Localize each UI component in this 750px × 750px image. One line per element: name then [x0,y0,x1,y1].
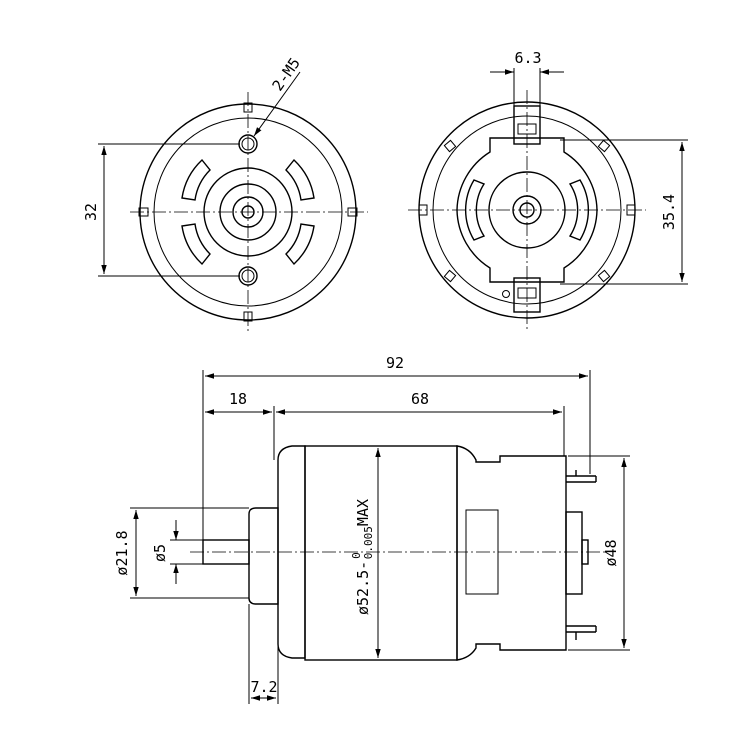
dim-boss-diameter-label: ø21.8 [113,530,131,575]
dim-end-cap-diameter-label: ø48 [602,539,620,566]
dim-terminal-width-label: 6.3 [514,49,541,67]
rear-vent-slot [568,179,590,241]
rear-tab [597,139,611,153]
side-rear-boss [565,511,583,595]
dim-shaft-diameter-label: ø5 [151,544,169,562]
dim-terminal-spacing-label: 35.4 [660,194,678,230]
body-diameter-lower-tol: 0.005 [362,526,375,559]
dim-boss-length-label: 7.2 [250,678,277,696]
rear-tab [443,139,457,153]
side-front-boss [248,507,279,605]
front-vent-slot [285,223,315,266]
dim-hole-spacing-label: 32 [82,203,100,221]
m5-leader [253,71,301,137]
body-diameter-upper-tol: 0 [350,552,363,559]
terminal-mark [502,290,510,298]
rear-tab [443,269,457,283]
side-rear-housing [456,445,567,661]
dim-body-length-label: 68 [411,390,429,408]
body-diameter-suffix: MAX [354,499,372,526]
front-vent-slot [181,223,211,266]
front-vent-slot [285,158,315,201]
side-body-can [304,445,458,661]
brush-plate-outline [456,137,598,283]
dim-body-diameter-label: ø52.5- 00.005MAX [350,499,375,615]
side-view: 92 18 68 ø21.8 ø5 ø52.5- 00.005MAX ø48 [113,354,630,704]
front-view: 32 2-M5 [82,54,368,332]
rear-view: 6.3 35.4 [408,49,688,330]
body-diameter-main: ø52.5- [354,561,372,615]
front-vent-slot [181,158,211,201]
dim-shaft-length-label: 18 [229,390,247,408]
rear-vent-slot [464,179,486,241]
dim-overall-length-label: 92 [386,354,404,372]
rear-tab [597,269,611,283]
